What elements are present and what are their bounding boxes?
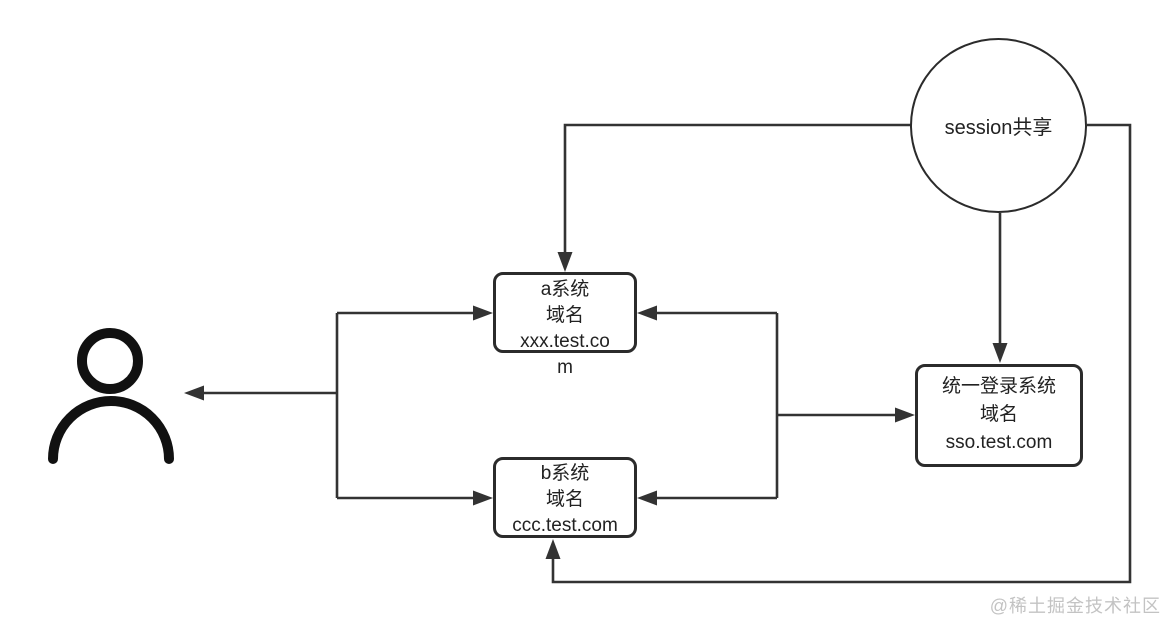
session-to-system-b-head-icon [545, 539, 561, 559]
system-b-line-3: ccc.test.com [512, 515, 618, 536]
system-a-line-1: a系统 [540, 279, 590, 300]
system-a-line-2: 域名 [545, 305, 584, 326]
user-icon [48, 328, 174, 464]
sso-system-label: 统一登录系统 域名 sso.test.com [915, 373, 1083, 457]
system-a-line-4: m [557, 357, 573, 378]
system-b-line-1: b系统 [540, 463, 590, 484]
session-share-label: session共享 [944, 117, 1053, 139]
system-b-line-2: 域名 [545, 489, 584, 510]
system-a-line-3: xxx.test.co [520, 331, 610, 352]
session-to-system-a-line [563, 123, 912, 254]
connector-session-share [545, 123, 1132, 584]
arrow-to-system-b-left-head-icon [473, 490, 493, 506]
arrow-to-user-head-icon [184, 385, 204, 401]
sso-system-line-1: 统一登录系统 [941, 376, 1056, 397]
session-to-system-b-line [551, 123, 1132, 584]
connector-user-junction [184, 305, 493, 506]
arrow-to-sso-head-icon [895, 407, 915, 423]
node-sso-system: 统一登录系统 域名 sso.test.com [915, 364, 1083, 467]
sso-system-line-3: sso.test.com [945, 432, 1053, 453]
arrow-to-system-b-right-head-icon [637, 490, 657, 506]
user-shoulders-icon [48, 396, 174, 464]
session-to-sso-head-icon [992, 343, 1008, 363]
arrow-to-system-a-right-head-icon [637, 305, 657, 321]
system-b-label: b系统 域名 ccc.test.com [493, 461, 637, 539]
user-head-icon [77, 328, 143, 394]
arrow-to-system-a-left-head-icon [473, 305, 493, 321]
node-system-a: a系统 域名 xxx.test.co m [493, 272, 637, 378]
connector-sso-junction [637, 305, 915, 506]
session-to-system-a-head-icon [557, 252, 573, 272]
watermark: @稀土掘金技术社区 [989, 596, 1161, 616]
sso-system-line-2: 域名 [979, 404, 1018, 425]
node-session-share: session共享 [910, 38, 1087, 213]
system-a-label: a系统 域名 xxx.test.co m [493, 277, 637, 381]
node-system-b: b系统 域名 ccc.test.com [493, 457, 637, 538]
